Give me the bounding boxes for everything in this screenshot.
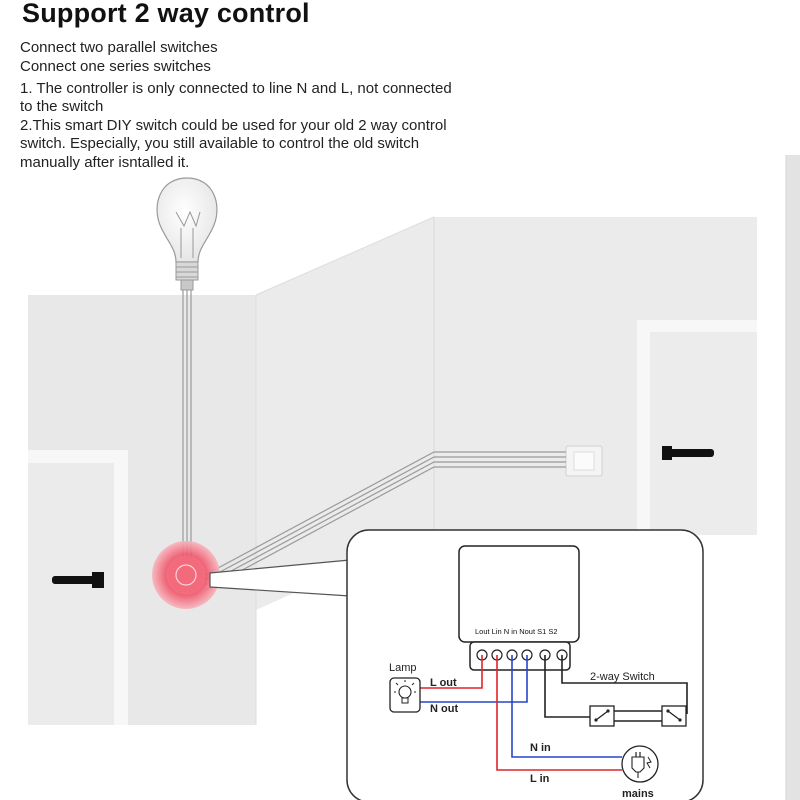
n-out-label: N out bbox=[430, 703, 458, 715]
wall-edge-post bbox=[786, 155, 800, 800]
l-in-label: L in bbox=[530, 773, 550, 785]
n-in-label: N in bbox=[530, 742, 551, 754]
wire-l-in bbox=[496, 655, 622, 771]
note-2-line-2: switch. Especially, you still available … bbox=[20, 135, 420, 152]
intro-line-2: Connect one series switches bbox=[20, 58, 211, 75]
wire-n-in bbox=[511, 655, 622, 758]
light-bulb-icon bbox=[156, 177, 218, 291]
terminal-labels: Lout Lin N in Nout S1 S2 bbox=[475, 627, 558, 636]
note-2-line-3: manually after isntalled it. bbox=[20, 154, 190, 171]
door-handle-left bbox=[52, 576, 102, 584]
l-out-label: L out bbox=[430, 677, 457, 689]
controller-location-highlight bbox=[152, 541, 220, 609]
two-way-switch-2 bbox=[661, 705, 687, 727]
wire-l-out bbox=[420, 655, 483, 689]
switch-cable bbox=[204, 451, 566, 591]
intro-line-1: Connect two parallel switches bbox=[20, 39, 218, 56]
mains-plug-icon bbox=[621, 745, 659, 783]
left-door bbox=[28, 463, 114, 725]
switch-label: 2-way Switch bbox=[590, 671, 655, 683]
lamp-cable bbox=[182, 290, 192, 560]
back-wall bbox=[256, 217, 757, 610]
smart-switch-module bbox=[458, 545, 580, 671]
note-2-line-1: 2.This smart DIY switch could be used fo… bbox=[20, 117, 447, 134]
right-door bbox=[650, 332, 757, 535]
note-1-line-1: 1. The controller is only connected to l… bbox=[20, 80, 452, 97]
lamp-icon bbox=[389, 677, 421, 713]
note-1-line-2: to the switch bbox=[20, 98, 104, 115]
door-handle-right bbox=[662, 446, 672, 460]
page-title: Support 2 way control bbox=[22, 0, 310, 28]
wire-s1 bbox=[544, 655, 590, 718]
mains-label: mains bbox=[622, 788, 654, 800]
wire-s2 bbox=[561, 655, 688, 714]
lamp-label: Lamp bbox=[389, 662, 417, 674]
wire-n-out bbox=[420, 655, 528, 703]
two-way-switch-1 bbox=[589, 705, 615, 727]
